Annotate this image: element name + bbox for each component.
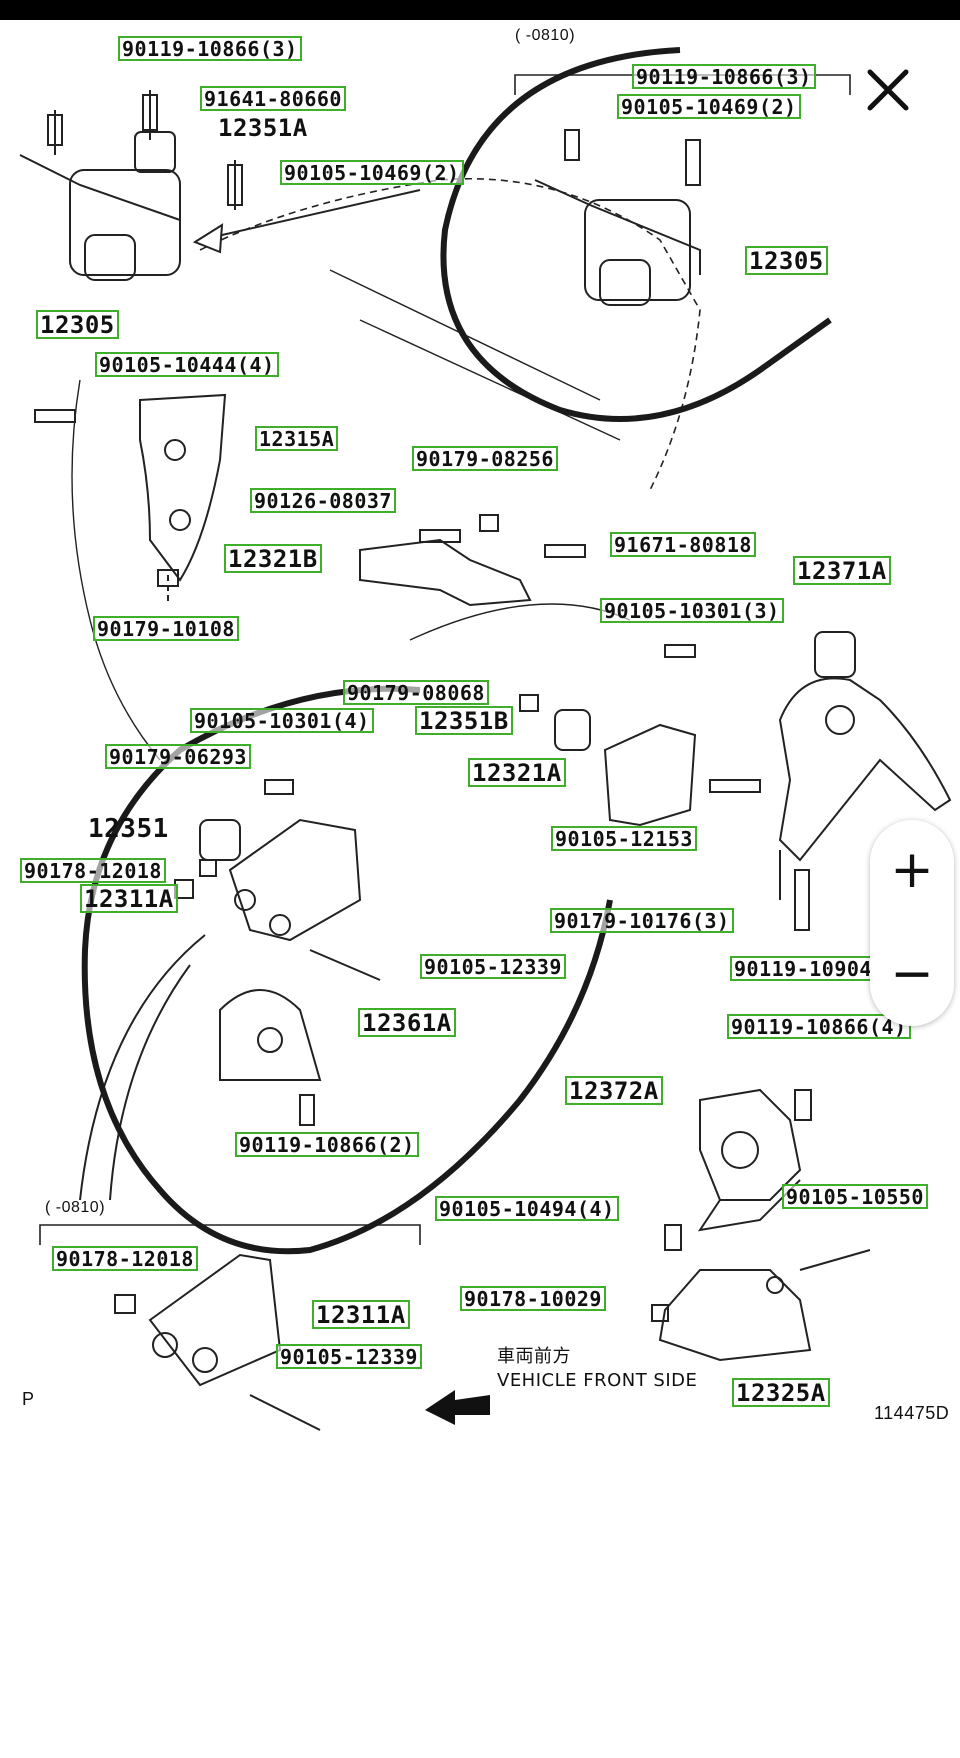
part-label: 90119-10904 — [730, 956, 876, 981]
part-label: 90179-08256 — [412, 446, 558, 471]
vehicle-front-en-label: VEHICLE FRONT SIDE — [497, 1370, 698, 1391]
part-label: 12311A — [312, 1300, 410, 1329]
part-label: 90119-10866(3) — [118, 36, 302, 61]
page-code-label: P — [22, 1389, 35, 1409]
zoom-controls: + − — [870, 820, 954, 1026]
part-label: 90179-08068 — [343, 680, 489, 705]
parts-diagram: 90119-10866(3) 91641-80660 12351A 90105-… — [0, 20, 960, 1440]
part-label: 12321B — [224, 544, 322, 573]
part-label: 90119-10866(2) — [235, 1132, 419, 1157]
part-label: 12371A — [793, 556, 891, 585]
part-label: 90178-10029 — [460, 1286, 606, 1311]
part-label: 90105-10550 — [782, 1184, 928, 1209]
part-label: 12315A — [255, 426, 339, 451]
part-label: 12325A — [732, 1378, 830, 1407]
part-label: 12351 — [88, 814, 169, 844]
part-label: 90105-10469(2) — [617, 94, 801, 119]
part-label: 12305 — [36, 310, 119, 339]
mount-12371A — [778, 631, 952, 931]
part-label: 90119-10866(3) — [632, 64, 816, 89]
part-label: 12321A — [468, 758, 566, 787]
part-label: 90179-10108 — [93, 616, 239, 641]
part-label: 91641-80660 — [200, 86, 346, 111]
mount-12305-right — [534, 129, 701, 306]
date-range-label: ( -0810) — [45, 1199, 106, 1216]
part-label: 90105-10301(3) — [600, 598, 784, 623]
part-label: 90179-10176(3) — [550, 908, 734, 933]
part-label: 12311A — [80, 884, 178, 913]
zoom-out-button[interactable]: − — [890, 944, 934, 1004]
part-label: 90105-12153 — [551, 826, 697, 851]
part-label: 90178-12018 — [52, 1246, 198, 1271]
diagram-reference-number: 114475D — [874, 1403, 950, 1423]
part-label: 90105-10444(4) — [95, 352, 279, 377]
part-label: 90119-10866(4) — [727, 1014, 911, 1039]
part-label: 12305 — [745, 246, 828, 275]
part-label: 90105-10469(2) — [280, 160, 464, 185]
part-label: 12351B — [415, 706, 513, 735]
close-button[interactable] — [856, 58, 920, 122]
part-label: 90126-08037 — [250, 488, 396, 513]
part-label: 90179-06293 — [105, 744, 251, 769]
part-label: 12372A — [565, 1076, 663, 1105]
part-label: 90105-10301(4) — [190, 708, 374, 733]
part-label: 12361A — [358, 1008, 456, 1037]
status-bar — [0, 0, 960, 20]
mount-12305-left — [19, 90, 243, 281]
part-label: 90105-10494(4) — [435, 1196, 619, 1221]
part-label: 90105-12339 — [276, 1344, 422, 1369]
part-label: 12351A — [218, 114, 308, 142]
part-label: 90105-12339 — [420, 954, 566, 979]
mount-assembly-left — [174, 779, 381, 1126]
part-label: 90178-12018 — [20, 858, 166, 883]
vehicle-front-jp-label: 車両前方 — [497, 1346, 571, 1367]
zoom-in-button[interactable]: + — [890, 840, 934, 900]
part-label: 91671-80818 — [610, 532, 756, 557]
close-icon — [867, 69, 909, 111]
date-range-label: ( -0810) — [515, 27, 576, 44]
